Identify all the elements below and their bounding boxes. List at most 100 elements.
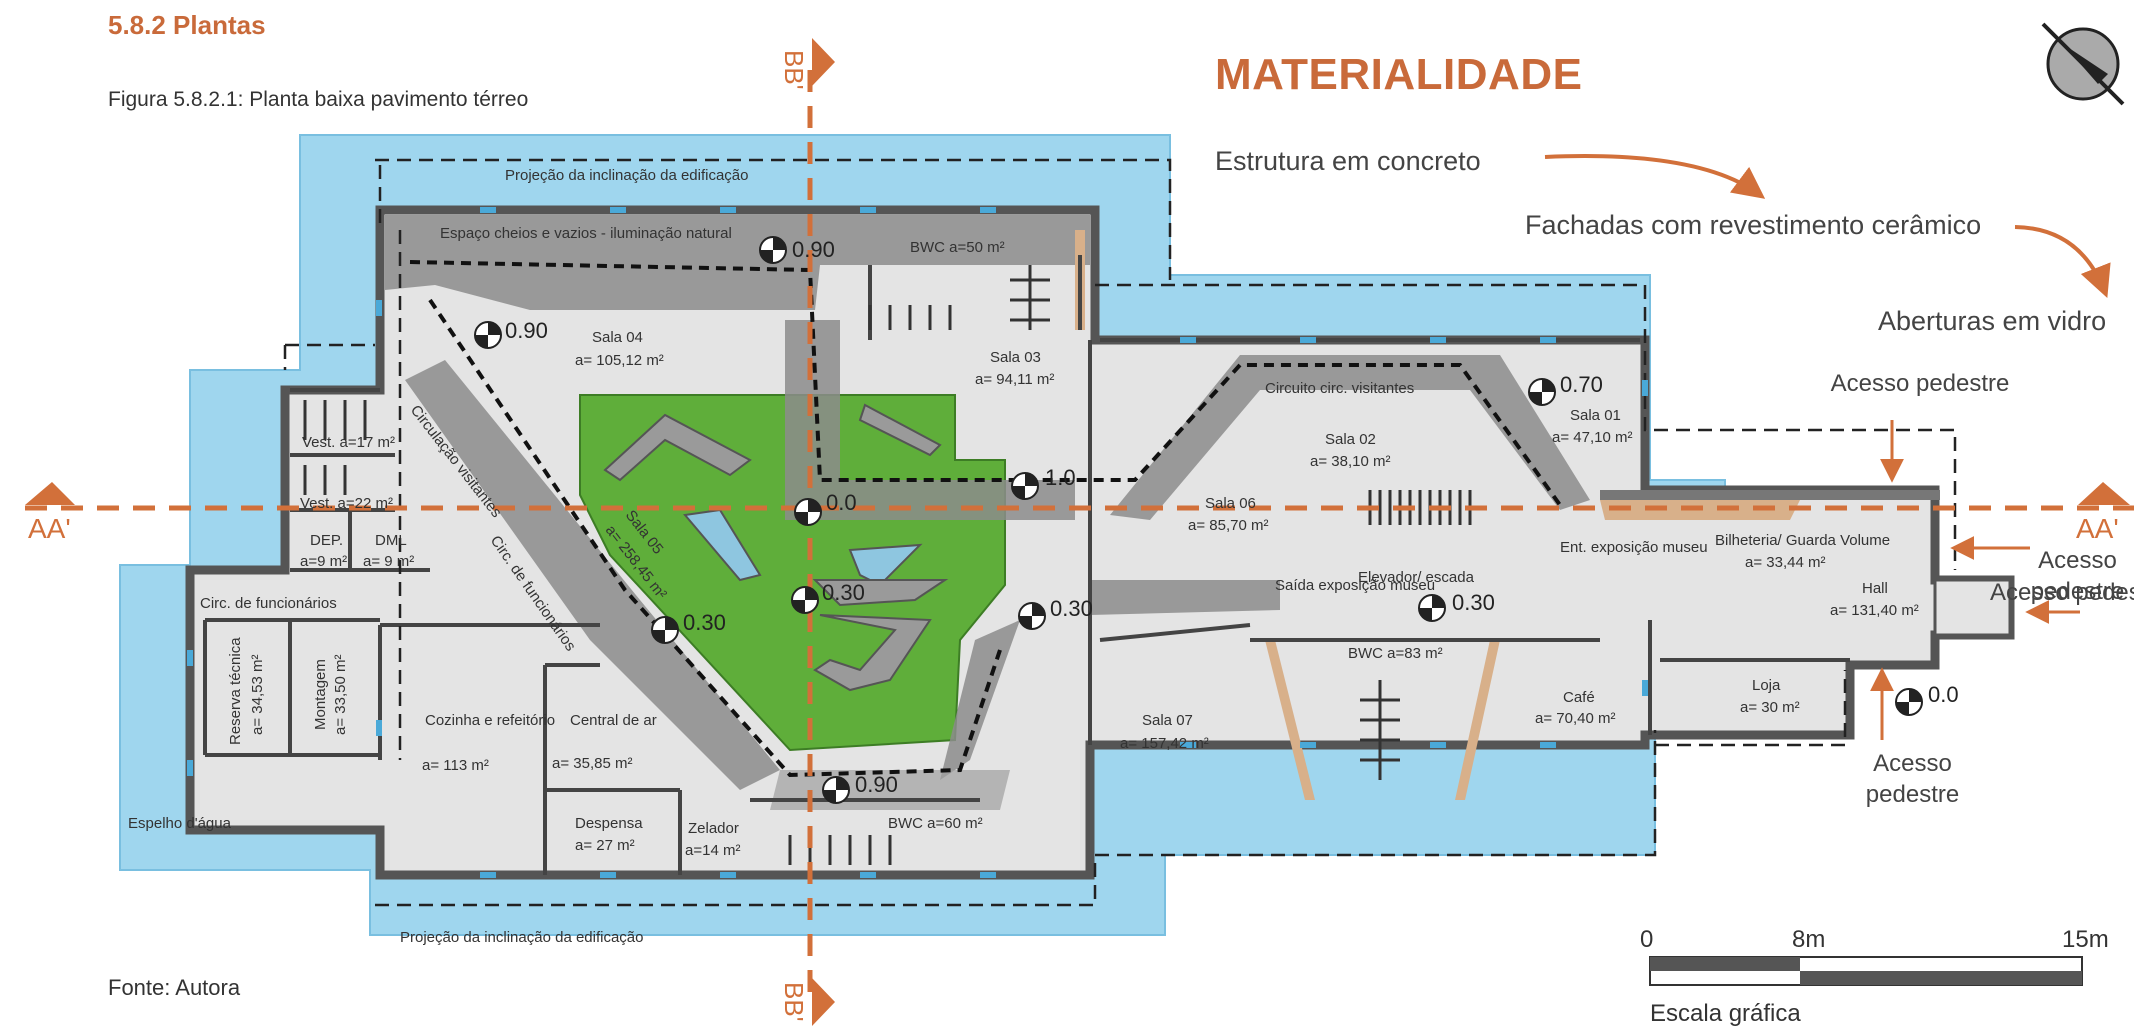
level-value: 0.90 xyxy=(792,237,835,262)
room-zelador-name: Zelador xyxy=(688,820,739,837)
section-label-bb-bottom: BB' xyxy=(779,982,809,1022)
room-montagem-name: Montagem xyxy=(312,659,329,730)
dep-area-label: a=9 m² xyxy=(300,553,347,570)
north-arrow-icon xyxy=(2041,22,2125,106)
room-sala04-name: Sala 04 xyxy=(592,329,643,346)
section-label-bb-top: BB' xyxy=(779,50,809,90)
room-central-name: Central de ar xyxy=(570,712,657,729)
circ-func-box-label: Circ. de funcionários xyxy=(200,595,337,612)
materialidade-title: MATERIALIDADE xyxy=(1215,50,1583,99)
room-sala01-area: a= 47,10 m² xyxy=(1552,429,1632,446)
section-marker-bb-top xyxy=(812,38,835,86)
room-hall-area: a= 131,40 m² xyxy=(1830,602,1919,619)
level-value: 0.70 xyxy=(1560,372,1603,397)
level-value: 1.0 xyxy=(1045,465,1076,490)
scale-label-8m: 8m xyxy=(1792,926,1826,953)
figure-caption: Figura 5.8.2.1: Planta baixa pavimento t… xyxy=(108,88,529,111)
room-reserva-area: a= 34,53 m² xyxy=(249,655,266,735)
room-sala04-area: a= 105,12 m² xyxy=(575,352,664,369)
access-label-bottom: Acesso pedestre xyxy=(1865,750,1960,809)
level-value: 0.90 xyxy=(505,318,548,343)
level-marker-icon xyxy=(794,498,822,526)
dml-area-label: a= 9 m² xyxy=(363,553,414,570)
scale-label-15m: 15m xyxy=(2062,926,2109,953)
room-cafe-name: Café xyxy=(1563,689,1595,706)
circulation-band-right xyxy=(1110,355,1590,520)
level-value: 0.0 xyxy=(1928,682,1959,707)
room-sala06-name: Sala 06 xyxy=(1205,495,1256,512)
level-marker-icon xyxy=(474,321,502,349)
section-title: 5.8.2 Plantas xyxy=(108,10,266,40)
section-label-aa-left: AA' xyxy=(28,513,71,544)
room-montagem-area: a= 33,50 m² xyxy=(332,655,349,735)
level-value: 0.90 xyxy=(855,772,898,797)
section-marker-aa-right xyxy=(2078,482,2130,505)
material-item-glass: Aberturas em vidro xyxy=(1878,306,2107,336)
projection-label-bottom: Projeção da inclinação da edificação xyxy=(400,929,644,946)
material-item-concrete: Estrutura em concreto xyxy=(1215,146,1481,176)
scale-label-0: 0 xyxy=(1640,926,1654,953)
room-bilheteria-name: Bilheteria/ Guarda Volume xyxy=(1715,532,1890,549)
level-marker-icon xyxy=(1528,378,1556,406)
circulation-band-top xyxy=(385,215,1090,310)
level-marker-icon xyxy=(822,776,850,804)
room-zelador-area: a=14 m² xyxy=(685,842,740,859)
figure-source: Fonte: Autora xyxy=(108,975,241,1000)
bwc-mid-label: BWC a=83 m² xyxy=(1348,645,1443,662)
dep-label: DEP. xyxy=(310,532,343,549)
room-loja-name: Loja xyxy=(1752,677,1781,694)
section-marker-bb-bottom xyxy=(812,978,835,1026)
saida-label: Saída exposição museu xyxy=(1275,577,1435,594)
level-marker-icon xyxy=(1018,602,1046,630)
level-marker-icon xyxy=(1895,688,1923,716)
bwc-top-label: BWC a=50 m² xyxy=(910,239,1005,256)
room-sala01-name: Sala 01 xyxy=(1570,407,1621,424)
room-despensa-name: Despensa xyxy=(575,815,643,832)
room-cafe-area: a= 70,40 m² xyxy=(1535,710,1615,727)
access-label-top: Acesso pedestre xyxy=(1830,370,2010,397)
room-sala06-area: a= 85,70 m² xyxy=(1188,517,1268,534)
level-value: 0.0 xyxy=(826,490,857,515)
room-sala02-area: a= 38,10 m² xyxy=(1310,453,1390,470)
room-cozinha-area: a= 113 m² xyxy=(422,757,489,774)
level-value: 0.30 xyxy=(822,580,865,605)
level-value: 0.30 xyxy=(1452,590,1495,615)
espaco-label: Espaço cheios e vazios - iluminação natu… xyxy=(440,225,732,242)
dml-label: DML xyxy=(375,532,407,549)
room-sala03-area: a= 94,11 m² xyxy=(975,371,1054,388)
elevador-label: Elevador/ escada xyxy=(1358,569,1475,586)
section-marker-aa-left xyxy=(25,482,75,505)
room-despensa-area: a= 27 m² xyxy=(575,837,635,854)
access-label-right-2: Acesso pedestre xyxy=(1990,579,2134,606)
level-marker-icon xyxy=(791,586,819,614)
scale-bar xyxy=(1649,956,2083,986)
projection-label-top: Projeção da inclinação da edificação xyxy=(505,167,749,184)
ent-label: Ent. exposição museu xyxy=(1560,539,1708,556)
level-marker-icon xyxy=(651,616,679,644)
vest2-label: Vest. a=22 m² xyxy=(300,495,393,512)
room-sala07-area: a= 157,42 m² xyxy=(1120,735,1209,752)
level-marker-icon xyxy=(1011,472,1039,500)
room-central-area: a= 35,85 m² xyxy=(552,755,632,772)
circulation-band-diag xyxy=(405,360,780,790)
room-bilheteria-area: a= 33,44 m² xyxy=(1745,554,1825,571)
level-value: 0.30 xyxy=(1050,596,1093,621)
espelho-label: Espelho d'água xyxy=(128,815,232,832)
room-hall-name: Hall xyxy=(1862,580,1888,597)
level-value: 0.30 xyxy=(683,610,726,635)
room-sala07-name: Sala 07 xyxy=(1142,712,1193,729)
room-loja-area: a= 30 m² xyxy=(1740,699,1800,716)
room-cozinha-name: Cozinha e refeitório xyxy=(425,712,555,729)
scale-caption: Escala gráfica xyxy=(1650,1000,1801,1027)
circuito-label: Circuito circ. visitantes xyxy=(1265,380,1414,397)
bwc-bottom-label: BWC a=60 m² xyxy=(888,815,983,832)
room-sala03-name: Sala 03 xyxy=(990,349,1041,366)
section-label-aa-right: AA' xyxy=(2076,513,2119,544)
circulation-band-mid xyxy=(1090,580,1280,615)
material-item-ceramic: Fachadas com revestimento cerâmico xyxy=(1525,210,1982,240)
room-sala02-name: Sala 02 xyxy=(1325,431,1376,448)
vest1-label: Vest. a=17 m² xyxy=(302,434,395,451)
level-marker-icon xyxy=(759,236,787,264)
level-marker-icon xyxy=(1418,594,1446,622)
